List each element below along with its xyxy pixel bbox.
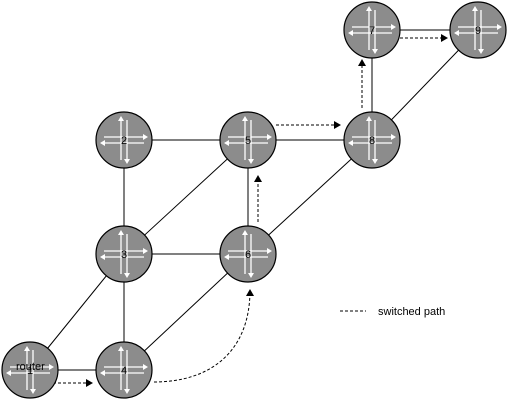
router-arrows-icon — [224, 230, 272, 278]
router-arrows-icon — [348, 6, 396, 54]
legend: switched path — [340, 306, 445, 318]
node-3: 3 — [95, 225, 153, 283]
node-9: 9 — [449, 1, 507, 59]
node-7: 7 — [343, 1, 401, 59]
node-label: 3 — [121, 249, 127, 261]
node-6: 6 — [219, 225, 277, 283]
node-4: 4 — [95, 341, 153, 399]
node-label: 1 — [27, 365, 33, 377]
router-arrows-icon — [348, 116, 396, 164]
links-layer — [29, 29, 479, 371]
node-2: 2 — [95, 111, 153, 169]
router-arrows-icon — [100, 116, 148, 164]
node-label: 2 — [121, 135, 127, 147]
node-label: 7 — [369, 25, 375, 37]
node-8: 8 — [343, 111, 401, 169]
router-arrows-icon — [6, 346, 54, 394]
node-label: 9 — [475, 25, 481, 37]
node-label: 5 — [245, 135, 251, 147]
node-label: 8 — [369, 135, 375, 147]
node-5: 5 — [219, 111, 277, 169]
router-arrows-icon — [100, 230, 148, 278]
node-label: 4 — [121, 365, 127, 377]
router-arrows-icon — [454, 6, 502, 54]
legend-label: switched path — [378, 306, 445, 318]
router-label: router — [16, 361, 45, 373]
switched-path-layer — [38, 34, 448, 387]
router-arrows-icon — [100, 346, 148, 394]
router-arrows-icon — [224, 116, 272, 164]
switched-path-4-6 — [153, 289, 254, 383]
node-label: 6 — [245, 249, 251, 261]
